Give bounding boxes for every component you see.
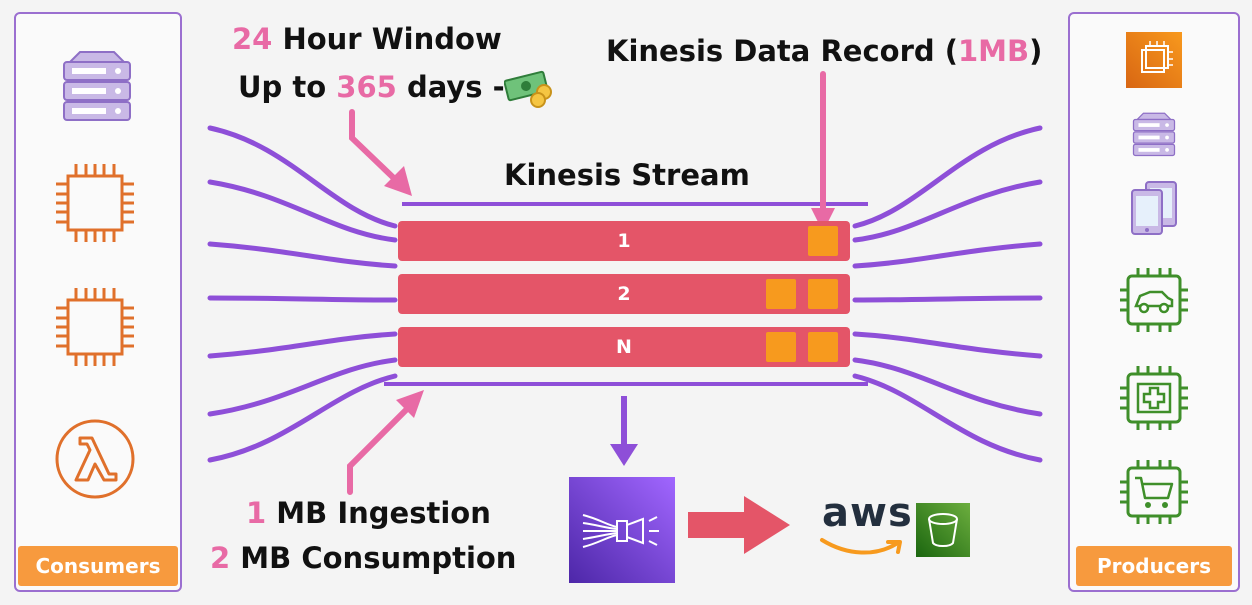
ec2-instance-icon — [56, 164, 134, 242]
producers-label: Producers — [1076, 546, 1232, 586]
kinesis-firehose-icon — [569, 477, 675, 583]
server-icon — [63, 51, 131, 121]
producers-panel: Producers — [1068, 12, 1240, 592]
data-record — [808, 279, 838, 309]
retention-days: 365 — [336, 70, 397, 104]
iot-cart-icon — [1120, 460, 1188, 524]
data-record — [808, 332, 838, 362]
ec2-instance-icon — [56, 288, 134, 366]
record-size: 1MB — [957, 34, 1030, 68]
ingestion-label: 1 MB Ingestion — [246, 496, 491, 530]
retention-line-2: Up to 365 days - — [238, 70, 505, 104]
data-record — [766, 332, 796, 362]
shard-2: 2 — [398, 274, 850, 314]
aws-logo: aws — [822, 490, 913, 536]
lambda-icon — [55, 419, 135, 499]
retention-line-1: 24 Hour Window — [232, 22, 502, 56]
iot-medical-icon — [1120, 366, 1188, 430]
ec2-icon — [1126, 32, 1182, 88]
data-record — [808, 226, 838, 256]
server-icon — [1132, 112, 1176, 157]
shard-label: N — [616, 336, 632, 358]
aws-smile-icon — [820, 538, 902, 555]
consumers-label: Consumers — [18, 546, 178, 586]
data-record — [766, 279, 796, 309]
iot-car-icon — [1120, 268, 1188, 332]
stream-title: Kinesis Stream — [504, 158, 750, 192]
shard-1: 1 — [398, 221, 850, 261]
shard-label: 2 — [617, 283, 631, 305]
retention-hours: 24 — [232, 22, 273, 56]
consumption-label: 2 MB Consumption — [210, 541, 517, 575]
money-icon — [504, 70, 552, 108]
mobile-devices-icon — [1131, 181, 1177, 235]
s3-bucket-icon — [916, 503, 970, 557]
record-label: Kinesis Data Record (1MB) — [606, 34, 1043, 68]
shard-label: 1 — [617, 230, 631, 252]
shard-n: N — [398, 327, 850, 367]
